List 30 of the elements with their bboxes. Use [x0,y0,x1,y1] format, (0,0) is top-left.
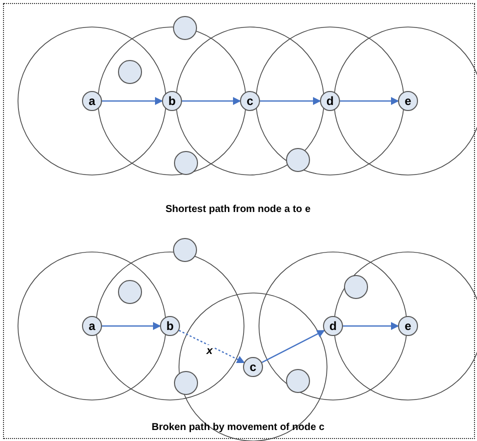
network-node: d [323,316,343,336]
idle-node [118,60,142,84]
idle-node [286,369,310,393]
arrow [262,330,325,363]
network-node: a [82,316,102,336]
arrow [260,97,321,105]
network-node: d [320,91,340,111]
network-node: a [82,91,102,111]
caption: Broken path by movement of node c [152,422,324,433]
network-node: b [162,91,182,111]
caption: Shortest path from node a to e [166,204,310,215]
idle-node [118,280,142,304]
idle-node [173,238,197,262]
network-node: e [398,91,418,111]
idle-node [344,275,368,299]
network-node: e [398,316,418,336]
idle-node [173,16,197,40]
arrow [102,322,161,330]
edge-label: x [206,344,214,356]
network-node: c [243,357,263,377]
arrow [340,97,399,105]
arrow [182,97,241,105]
idle-node [174,151,198,175]
idle-node [286,148,310,172]
idle-node [174,371,198,395]
arrow [178,330,245,364]
network-node: b [160,316,180,336]
arrow [102,97,163,105]
arrow [343,322,399,330]
network-node: c [240,91,260,111]
